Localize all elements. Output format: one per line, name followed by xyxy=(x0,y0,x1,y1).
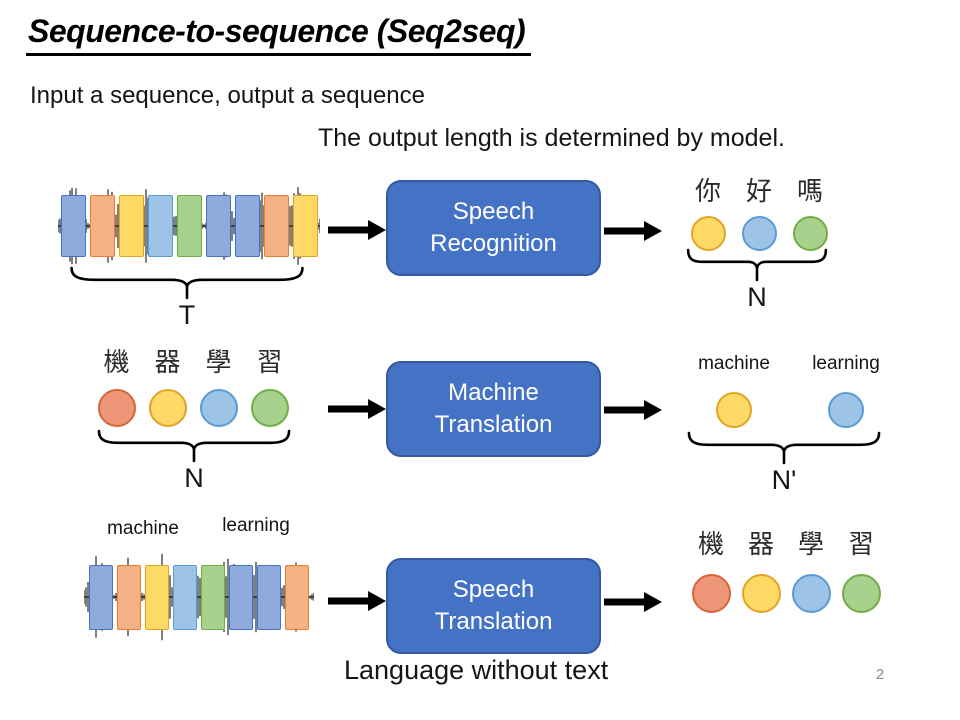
row3-box-label-line1: Speech xyxy=(452,576,535,604)
row3-box-label-line2: Translation xyxy=(434,608,553,635)
row1-process-box: Speech Recognition xyxy=(386,180,601,276)
row2-box-label-line1: Machine xyxy=(448,379,539,407)
token: 習 xyxy=(250,346,289,427)
row2-output-length-label: N' xyxy=(771,465,797,495)
row1-box-label-line1: Speech xyxy=(452,198,535,226)
row2-output-brace: N' xyxy=(686,432,882,496)
output-length-note: The output length is determined by model… xyxy=(318,124,785,152)
token-label: 器 xyxy=(747,530,774,560)
token: 機 xyxy=(97,346,136,427)
token-label: 器 xyxy=(154,348,181,378)
row2-right-arrow-icon xyxy=(604,400,662,420)
row3-waveform-segments xyxy=(84,552,314,642)
waveform-segment-green xyxy=(201,564,225,630)
row3-input-word-machine: machine xyxy=(107,518,179,539)
token: machine xyxy=(686,352,782,428)
row1-input-length-label: T xyxy=(178,300,196,330)
waveform-segment-lightblue xyxy=(173,564,197,630)
row3-input-waveform xyxy=(84,552,314,642)
row1-right-arrow-icon xyxy=(604,221,662,241)
token-label: learning xyxy=(812,353,880,374)
token-circle-yellow xyxy=(690,216,726,251)
row1-left-arrow-icon xyxy=(328,220,386,240)
row2-input-brace: N xyxy=(96,430,292,494)
token-circle-coral xyxy=(691,574,731,613)
waveform-segment-blue xyxy=(229,564,253,630)
row1-box-label-line2: Recognition xyxy=(430,230,557,257)
row1-input-brace: T xyxy=(68,267,306,331)
brace-icon xyxy=(68,267,306,299)
token-circle-lightblue xyxy=(828,392,864,428)
slide-title: Sequence-to-sequence (Seq2seq) xyxy=(26,13,532,56)
token-circle-yellow xyxy=(148,389,187,427)
waveform-segment-lightblue xyxy=(147,195,173,257)
token-circle-green xyxy=(841,574,881,613)
token-label: 嗎 xyxy=(796,177,823,207)
token-label: 機 xyxy=(103,348,130,378)
row1-output-tokens: 你好嗎 xyxy=(684,175,834,251)
footer-caption: Language without text xyxy=(344,655,609,685)
token: 器 xyxy=(148,346,187,427)
row2-process-box: Machine Translation xyxy=(386,361,601,457)
token-circle-green xyxy=(792,216,828,251)
token: 機 xyxy=(691,528,731,613)
brace-icon xyxy=(686,249,828,281)
token-label: 你 xyxy=(694,177,721,207)
row2-input-tokens: 機器學習 xyxy=(90,346,296,427)
token-circle-lightblue xyxy=(199,389,238,427)
waveform-segment-blue xyxy=(234,195,260,257)
token-label: 好 xyxy=(745,177,772,207)
token-circle-yellow xyxy=(741,574,781,613)
waveform-segment-orange xyxy=(285,564,309,630)
waveform-segment-blue xyxy=(205,195,231,257)
token-label: machine xyxy=(698,353,770,374)
subtitle: Input a sequence, output a sequence xyxy=(30,82,425,109)
token: learning xyxy=(798,352,894,428)
token-circle-lightblue xyxy=(791,574,831,613)
token: 學 xyxy=(791,528,831,613)
token-label: 學 xyxy=(205,348,232,378)
row3-process-box: Speech Translation xyxy=(386,558,601,654)
row1-output-brace: N xyxy=(686,249,828,313)
waveform-segment-blue xyxy=(60,195,86,257)
row2-left-arrow-icon xyxy=(328,399,386,419)
token-label: 習 xyxy=(847,530,874,560)
token: 好 xyxy=(740,175,778,251)
row2-box-label-line2: Translation xyxy=(434,411,553,438)
waveform-segment-orange xyxy=(117,564,141,630)
waveform-segment-yellow xyxy=(292,195,318,257)
token: 你 xyxy=(689,175,727,251)
brace-icon xyxy=(686,432,882,464)
row3-left-arrow-icon xyxy=(328,591,386,611)
waveform-segment-blue xyxy=(257,564,281,630)
token-label: 機 xyxy=(697,530,724,560)
token-circle-coral xyxy=(97,389,136,427)
row1-input-waveform xyxy=(58,184,320,268)
token: 學 xyxy=(199,346,238,427)
token-circle-green xyxy=(250,389,289,427)
token: 習 xyxy=(841,528,881,613)
token-circle-lightblue xyxy=(741,216,777,251)
row2-input-length-label: N xyxy=(184,463,204,493)
token-label: 習 xyxy=(256,348,283,378)
waveform-segment-orange xyxy=(89,195,115,257)
token-circle-yellow xyxy=(716,392,752,428)
waveform-segment-green xyxy=(176,195,202,257)
brace-icon xyxy=(96,430,292,462)
page-number: 2 xyxy=(875,666,885,683)
token-label: 學 xyxy=(797,530,824,560)
row1-output-length-label: N xyxy=(747,282,767,312)
row3-input-word-learning: learning xyxy=(222,515,290,536)
row2-output-tokens: machine learning xyxy=(672,352,908,428)
token: 嗎 xyxy=(791,175,829,251)
waveform-segment-orange xyxy=(263,195,289,257)
row1-waveform-segments xyxy=(58,184,320,268)
token: 器 xyxy=(741,528,781,613)
row3-output-tokens: 機器學習 xyxy=(684,528,888,613)
waveform-segment-blue xyxy=(89,564,113,630)
waveform-segment-yellow xyxy=(145,564,169,630)
waveform-segment-yellow xyxy=(118,195,144,257)
row3-right-arrow-icon xyxy=(604,592,662,612)
